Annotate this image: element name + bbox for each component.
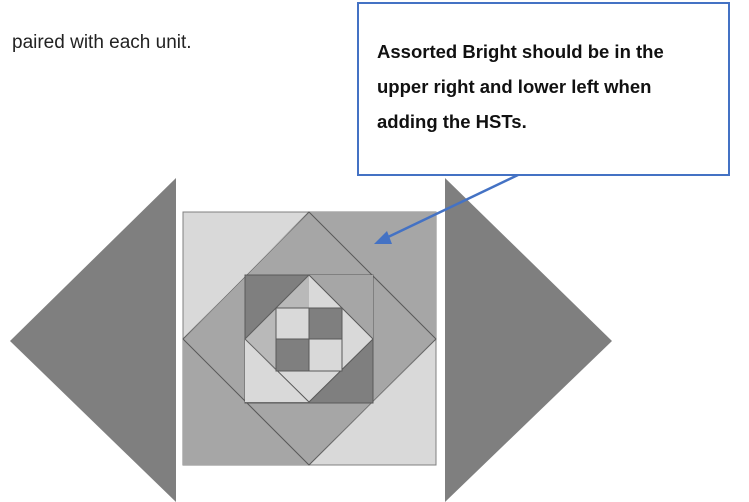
center-patch-br xyxy=(308,338,343,372)
center-patch-tr xyxy=(308,307,343,340)
center-patch-tl xyxy=(275,307,310,340)
callout-text: Assorted Bright should be in the upper r… xyxy=(377,41,664,132)
callout-arrow-line xyxy=(385,172,521,240)
center-patch-bl xyxy=(275,338,310,372)
left-triangle xyxy=(10,178,176,502)
right-triangle xyxy=(445,178,612,502)
callout-arrowhead xyxy=(374,231,392,244)
body-text: paired with each unit. xyxy=(12,32,192,53)
callout-box: Assorted Bright should be in the upper r… xyxy=(357,2,730,176)
